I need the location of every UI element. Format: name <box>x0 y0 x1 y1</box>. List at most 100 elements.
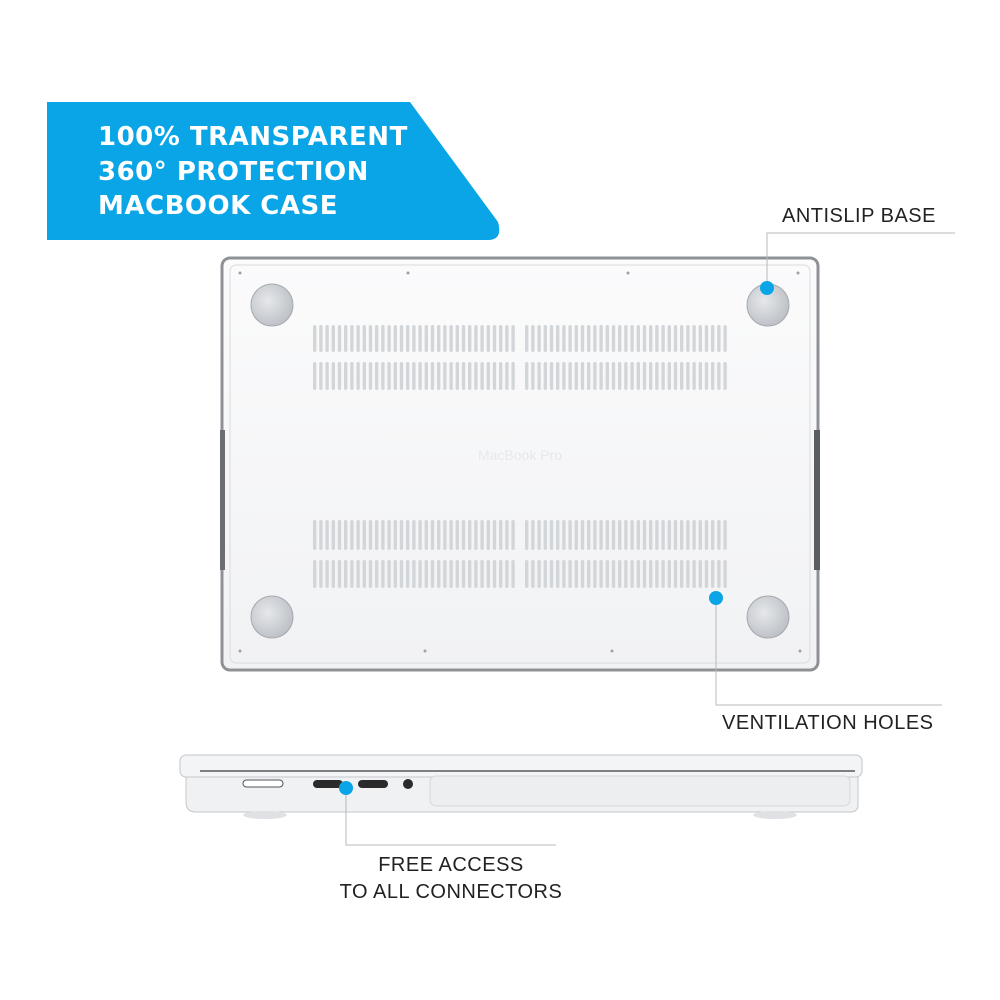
vent-slot <box>424 520 428 550</box>
vent-slot <box>474 560 478 588</box>
vent-slot <box>655 362 659 390</box>
vent-slot <box>461 362 466 390</box>
vent-slot <box>704 325 709 352</box>
vent-slot <box>543 362 547 390</box>
vent-slot <box>412 362 416 390</box>
vent-slot <box>562 560 566 588</box>
vent-slot <box>599 362 603 390</box>
vent-slot <box>723 325 727 352</box>
vent-slot <box>717 325 721 352</box>
usb-c-port <box>313 780 343 788</box>
vent-slot <box>723 362 727 390</box>
connectors-label-line-1: FREE ACCESS <box>378 854 524 876</box>
vent-slot <box>356 560 360 588</box>
vent-slot <box>618 560 622 588</box>
vent-slot <box>406 325 410 352</box>
vent-slot <box>599 560 603 588</box>
vent-slot <box>580 362 585 390</box>
vent-slot <box>430 325 435 352</box>
usb-c-port <box>358 780 388 788</box>
vent-slot <box>424 362 428 390</box>
vent-slot <box>549 560 554 588</box>
vent-slot <box>325 362 329 390</box>
vent-slot <box>556 520 560 550</box>
vent-slot <box>381 362 385 390</box>
vent-slot <box>661 362 665 390</box>
vent-slot <box>350 325 354 352</box>
vent-slot <box>605 520 609 550</box>
vent-slot <box>424 560 428 588</box>
vent-slot <box>412 520 416 550</box>
vent-slot <box>711 362 715 390</box>
vent-slot <box>686 520 690 550</box>
vent-slot <box>723 520 727 550</box>
vent-slot <box>362 325 366 352</box>
vent-slot <box>505 560 509 588</box>
vent-slot <box>630 520 634 550</box>
vent-slot <box>624 362 628 390</box>
vent-slot <box>698 520 702 550</box>
foot <box>250 595 294 639</box>
banner-line-3: MACBOOK CASE <box>98 191 338 221</box>
vent-slot <box>667 560 671 588</box>
vent-slot <box>455 560 459 588</box>
vent-slot <box>580 325 585 352</box>
vent-slot <box>580 560 585 588</box>
vent-slot <box>568 325 572 352</box>
vent-slot <box>393 560 397 588</box>
vent-slot <box>499 362 503 390</box>
vent-slot <box>437 325 441 352</box>
vent-slot <box>525 520 529 550</box>
vent-slot <box>505 520 509 550</box>
vent-slot <box>499 325 503 352</box>
vent-slot <box>368 325 373 352</box>
vent-slot <box>704 560 709 588</box>
vent-slot <box>568 362 572 390</box>
vent-slot <box>313 362 317 390</box>
vent-slot <box>636 520 640 550</box>
vent-slot <box>549 325 554 352</box>
vent-slot <box>618 325 622 352</box>
vent-slot <box>537 325 541 352</box>
vent-slot <box>337 560 342 588</box>
vent-slot <box>337 520 342 550</box>
vent-slot <box>649 520 653 550</box>
vent-slot <box>313 560 317 588</box>
vent-slot <box>455 520 459 550</box>
headline-banner: 100% TRANSPARENT 360° PROTECTION MACBOOK… <box>47 102 500 240</box>
vent-slot <box>525 325 529 352</box>
vent-slot <box>368 362 373 390</box>
vent-slot <box>393 325 397 352</box>
vent-slot <box>344 325 348 352</box>
vent-slot <box>350 520 354 550</box>
vent-slot <box>580 520 585 550</box>
vent-slot <box>455 362 459 390</box>
vent-slot <box>593 520 597 550</box>
vent-slot <box>562 362 566 390</box>
vent-slot <box>430 560 435 588</box>
vent-slot <box>331 560 335 588</box>
vent-slot <box>474 325 478 352</box>
ventilation-label: VENTILATION HOLES <box>722 712 934 734</box>
vent-slot <box>717 560 721 588</box>
vent-slot <box>362 520 366 550</box>
vent-slot <box>468 560 472 588</box>
headphone-jack <box>403 779 413 789</box>
vent-slot <box>704 520 709 550</box>
laptop-side-view <box>179 754 863 819</box>
callout-dot <box>709 591 723 605</box>
vent-slot <box>642 560 647 588</box>
vent-slot <box>531 520 535 550</box>
vent-slot <box>549 362 554 390</box>
vent-slot <box>593 362 597 390</box>
vent-slot <box>636 325 640 352</box>
vent-slot <box>649 325 653 352</box>
vent-slot <box>399 325 404 352</box>
vent-slot <box>449 362 453 390</box>
vent-slot <box>667 362 671 390</box>
vent-slot <box>630 325 634 352</box>
vent-slot <box>492 325 497 352</box>
vent-slot <box>313 520 317 550</box>
vent-slot <box>537 362 541 390</box>
vent-slot <box>486 520 490 550</box>
